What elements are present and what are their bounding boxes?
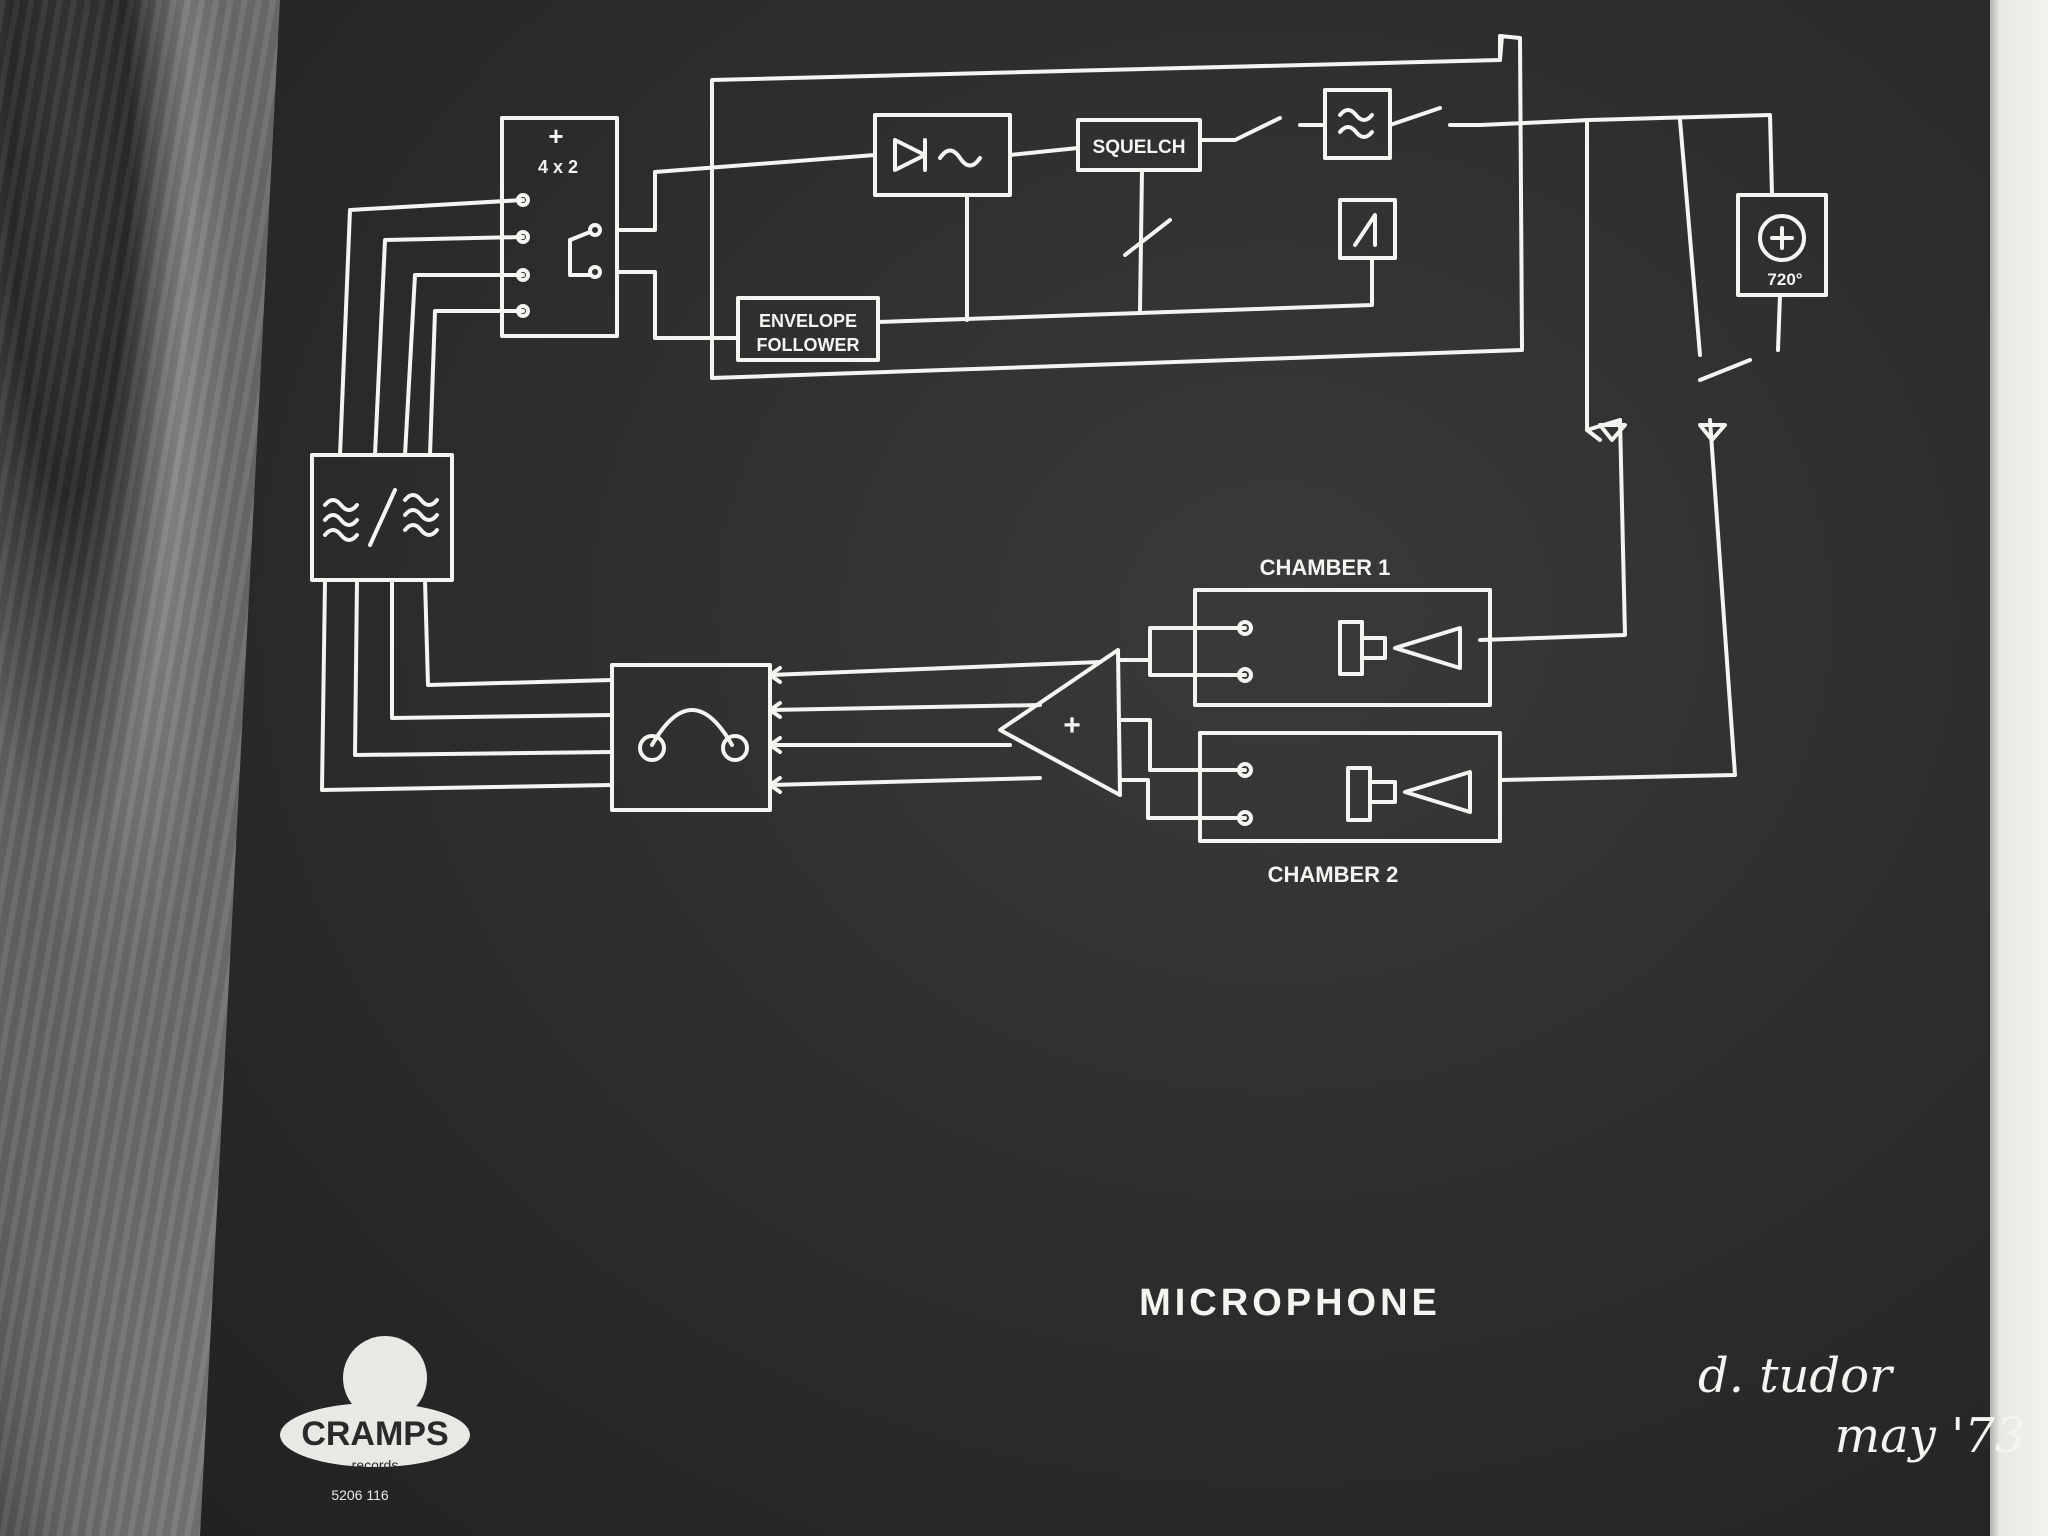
cramps-logo: CRAMPS records 5206 116 [280, 1336, 470, 1503]
signature-name: d. tudor [1698, 1348, 1895, 1404]
svg-text:CHAMBER 2: CHAMBER 2 [1268, 862, 1399, 887]
squelch-block: SQUELCH [1076, 118, 1202, 172]
headphone-block [610, 663, 772, 812]
svg-text:ENVELOPE: ENVELOPE [759, 311, 857, 331]
processing-box [710, 34, 1524, 380]
svg-text:CRAMPS: CRAMPS [301, 1415, 448, 1453]
svg-text:records: records [352, 1457, 399, 1473]
vca-block [1338, 198, 1397, 260]
filter-bank-block [310, 198, 614, 792]
rotation-block: 720° [1736, 193, 1828, 297]
svg-text:5206 116: 5206 116 [331, 1487, 389, 1503]
wiring [615, 106, 1782, 782]
chamber-1: CHAMBER 1 [1116, 555, 1492, 707]
mixer-block: + 4 x 2 [500, 116, 619, 338]
svg-text:720°: 720° [1767, 270, 1802, 289]
svg-text:+: + [1063, 709, 1081, 742]
chamber-2: CHAMBER 2 [1118, 718, 1502, 887]
signature-date: may '73 [1835, 1408, 2026, 1464]
rectifier-block [873, 113, 1012, 197]
svg-text:CHAMBER 1: CHAMBER 1 [1260, 555, 1391, 580]
filter-block [1323, 88, 1392, 160]
svg-text:SQUELCH: SQUELCH [1093, 137, 1186, 158]
summing-amplifier: + [768, 648, 1122, 797]
svg-text:4 x 2: 4 x 2 [538, 157, 578, 177]
svg-text:FOLLOWER: FOLLOWER [757, 335, 860, 355]
envelope-follower-block: ENVELOPE FOLLOWER [736, 296, 880, 362]
diagram-title: MICROPHONE [1139, 1282, 1441, 1324]
svg-text:+: + [548, 121, 563, 151]
